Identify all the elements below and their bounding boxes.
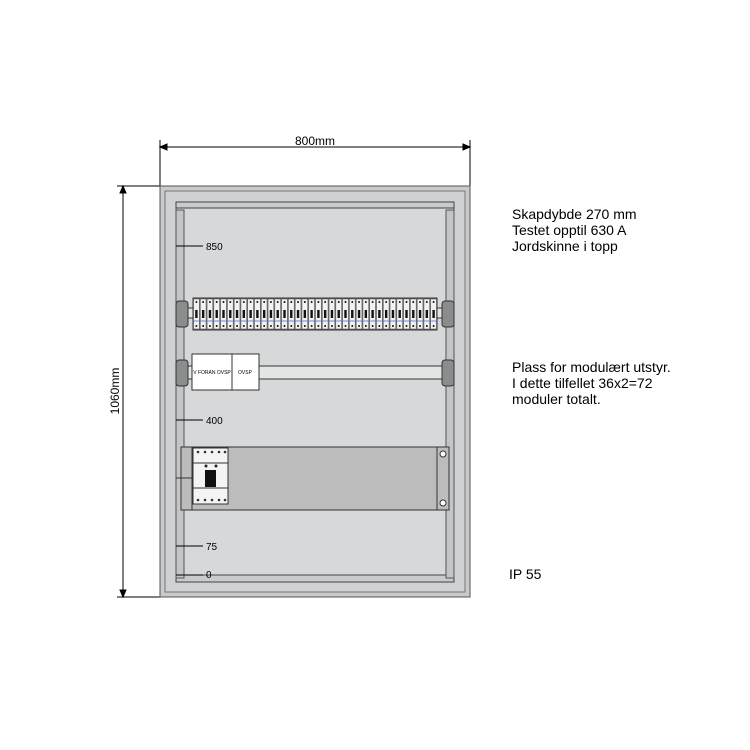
breaker-module	[240, 298, 247, 330]
width-dimension	[158, 140, 472, 186]
scale-mark-75: 75	[206, 542, 218, 553]
note-modular-1: Plass for modulært utstyr.	[512, 359, 671, 375]
breaker-module	[213, 298, 220, 330]
breaker-module	[227, 298, 234, 330]
breaker-module	[376, 298, 383, 330]
breaker-module	[322, 298, 329, 330]
breaker-module	[383, 298, 390, 330]
right-mounting-rail	[445, 209, 455, 579]
surge-protector-2: OVSP	[231, 353, 260, 391]
height-dimension	[117, 184, 160, 599]
breaker-module	[294, 298, 302, 330]
breaker-module	[261, 298, 268, 330]
note-depth: Skapdybde 270 mm	[512, 206, 637, 222]
note-tested: Testet opptil 630 A	[512, 222, 627, 238]
breaker-module	[254, 298, 261, 330]
breaker-module	[396, 298, 403, 330]
breaker-module	[328, 298, 336, 330]
breaker-module	[193, 298, 200, 330]
breaker-module	[355, 298, 363, 330]
breaker-module	[369, 298, 376, 330]
breaker-module	[206, 298, 214, 330]
breaker-module	[315, 298, 322, 330]
breaker-module	[200, 298, 207, 330]
svg-text:OVSP: OVSP	[238, 370, 253, 376]
breaker-module	[233, 298, 241, 330]
scale-mark-850: 850	[206, 242, 223, 253]
surge-protector-1: V FORAN OVSP	[191, 353, 233, 391]
breaker-module	[288, 298, 295, 330]
modular-notes: Plass for modulært utstyr. I dette tilfe…	[512, 359, 671, 407]
breaker-module	[267, 298, 275, 330]
breaker-module	[362, 298, 369, 330]
height-label: 1060mm	[108, 368, 122, 415]
breaker-module	[281, 298, 288, 330]
scale-mark-0: 0	[206, 570, 212, 581]
ip-rating: IP 55	[509, 566, 542, 582]
cabinet-interior	[175, 201, 455, 583]
breaker-module	[410, 298, 417, 330]
breaker-module	[416, 298, 424, 330]
breaker-module	[274, 298, 281, 330]
width-label: 800mm	[295, 134, 335, 148]
breaker-module	[389, 298, 397, 330]
breaker-row	[192, 297, 438, 331]
breaker-module	[423, 298, 430, 330]
left-mounting-rail	[175, 209, 185, 579]
breaker-module	[342, 298, 349, 330]
breaker-module	[349, 298, 356, 330]
svg-text:V FORAN OVSP: V FORAN OVSP	[193, 370, 231, 376]
breaker-module	[335, 298, 342, 330]
breaker-module	[430, 298, 437, 330]
breaker-module	[301, 298, 308, 330]
breaker-module	[403, 298, 410, 330]
breaker-module	[308, 298, 315, 330]
scale-ticks	[176, 245, 203, 576]
scale-mark-400: 400	[206, 416, 223, 427]
note-modular-3: moduler totalt.	[512, 391, 601, 407]
note-earth-bar: Jordskinne i topp	[512, 238, 618, 254]
spec-notes: Skapdybde 270 mm Testet opptil 630 A Jor…	[512, 206, 637, 254]
note-modular-2: I dette tilfellet 36x2=72	[512, 375, 653, 391]
breaker-module	[247, 298, 254, 330]
main-circuit-breaker	[192, 447, 229, 505]
breaker-module	[220, 298, 227, 330]
